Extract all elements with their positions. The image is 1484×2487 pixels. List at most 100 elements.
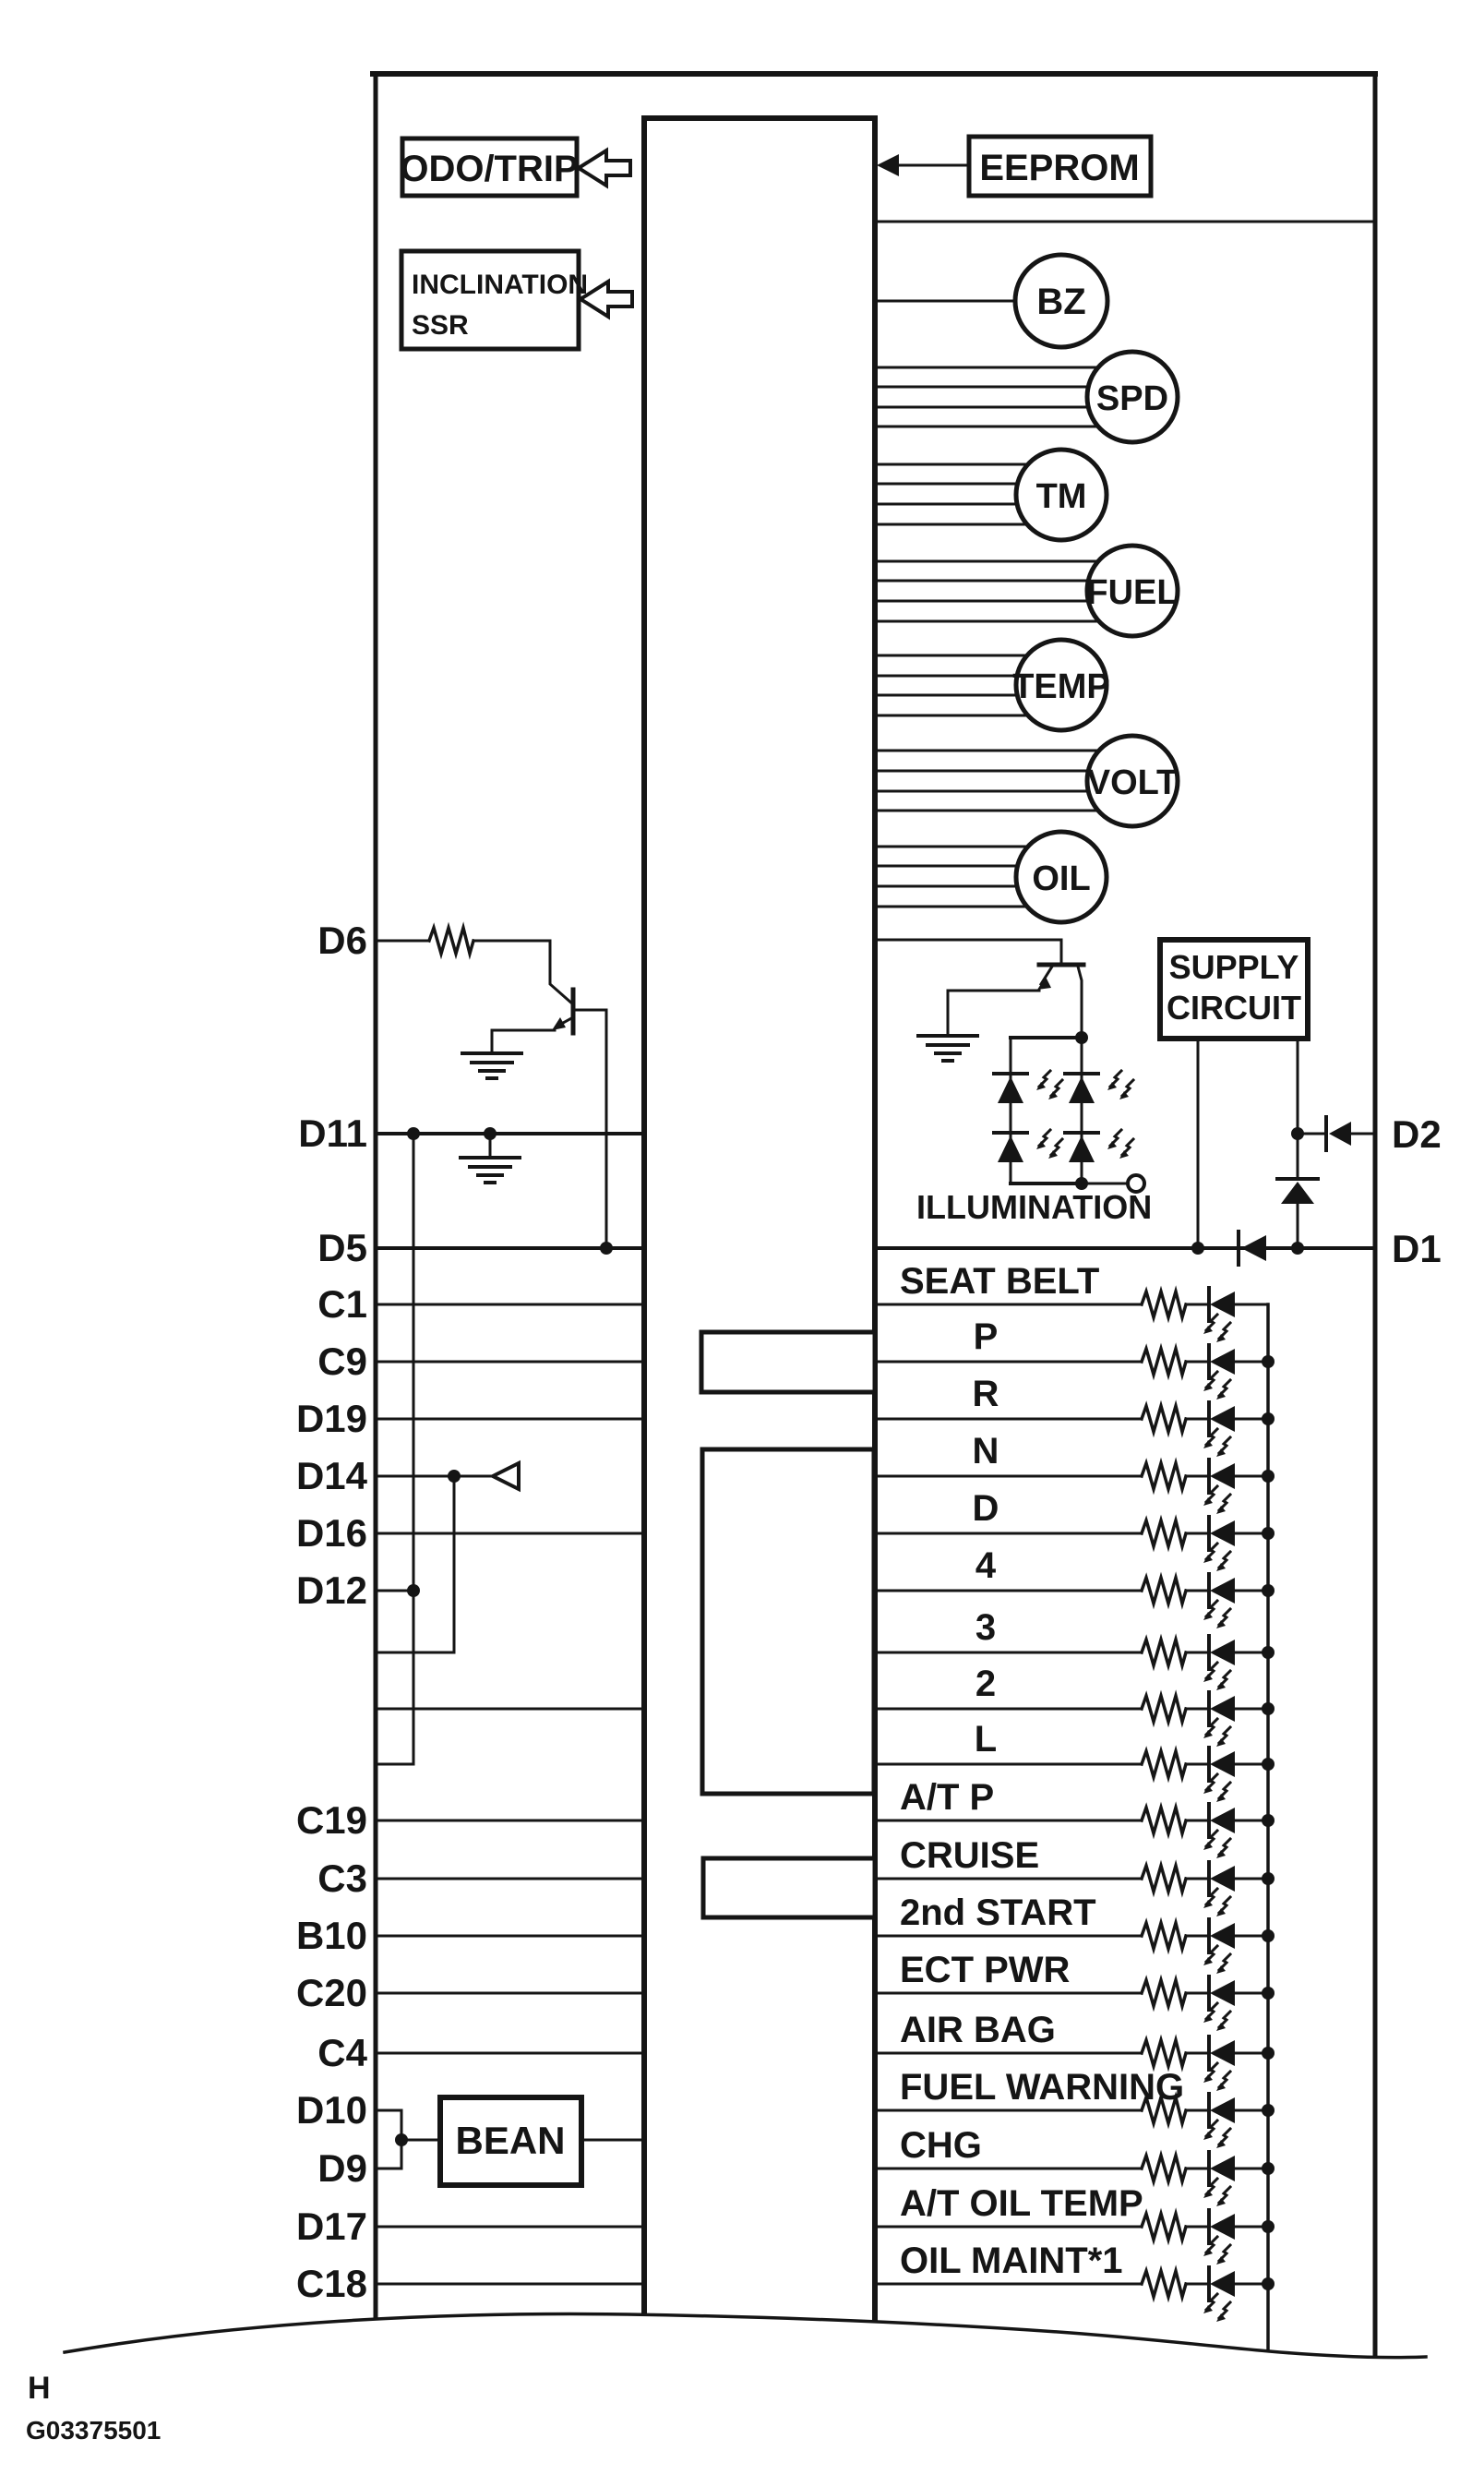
- indicator-label: OIL MAINT*1: [900, 2241, 1123, 2281]
- pin-label: C3: [317, 1856, 367, 1900]
- odo-trip-block: ODO/TRIP: [400, 136, 632, 198]
- arrow-left-icon: [877, 154, 899, 176]
- led-icon: [1065, 1071, 1133, 1103]
- illumination-circuit: ILLUMINATION: [873, 938, 1152, 1226]
- supply-circuit-box: [1157, 937, 1310, 1041]
- led-icon: [994, 1130, 1062, 1162]
- indicator-row: D: [875, 1488, 1275, 1571]
- pin-label: D1: [1392, 1227, 1442, 1270]
- indicator-row: AIR BAG: [875, 2010, 1275, 2091]
- indicator-row: R: [875, 1374, 1275, 1457]
- indicator-row: 2: [875, 1664, 1275, 1747]
- eeprom-label: EEPROM: [979, 148, 1139, 188]
- pin-label: B10: [296, 1914, 367, 1957]
- diode-icon: [1241, 1235, 1266, 1261]
- bean-box: [437, 2095, 584, 2188]
- indicator-label: 4: [975, 1545, 997, 1586]
- indicator-row: OIL MAINT*1: [875, 2241, 1275, 2322]
- illumination-label: ILLUMINATION: [916, 1188, 1152, 1226]
- ground-icon: [916, 1034, 979, 1063]
- indicator-row: L: [875, 1719, 1275, 1802]
- pin-label: D12: [296, 1568, 367, 1612]
- gauge-bz: BZ: [1012, 252, 1110, 350]
- pin-label: D2: [1392, 1112, 1442, 1156]
- transistor-d6-circuit: [376, 926, 608, 1250]
- pin-label: D10: [296, 2088, 367, 2132]
- pin-label: D17: [296, 2205, 367, 2248]
- gauge-label: SPD: [1096, 379, 1168, 418]
- odo-trip-label: ODO/TRIP: [400, 149, 578, 189]
- gauge-wires: [873, 299, 1123, 908]
- gauge-label: FUEL: [1086, 573, 1178, 612]
- sub-block: [700, 1856, 878, 1920]
- torn-edge-mask: [0, 2313, 1484, 2487]
- indicator-row: CHG: [875, 2125, 1275, 2206]
- bean-block: BEAN: [437, 2095, 584, 2188]
- pin-label: D6: [317, 919, 367, 962]
- pin-label: D16: [296, 1511, 367, 1555]
- diode-icon: [1329, 1122, 1351, 1146]
- right-pin-labels: D2 D1: [1392, 1112, 1442, 1270]
- indicator-label: N: [973, 1431, 999, 1472]
- indicator-label: A/T P: [900, 1777, 994, 1818]
- indicator-rows: SEAT BELT P R N D 4 3 2 L A/T P CRUISE 2…: [875, 1261, 1275, 2322]
- page-letter: H: [28, 2371, 51, 2406]
- probe-arrow-icon: [488, 1460, 521, 1493]
- sub-block: [700, 1447, 877, 1796]
- indicator-label: D: [973, 1488, 999, 1529]
- pin-label: C1: [317, 1282, 367, 1326]
- indicator-row: FUEL WARNING: [875, 2067, 1275, 2148]
- supply-circuit-block: SUPPLY CIRCUIT: [873, 937, 1377, 1267]
- pin-label: D19: [296, 1397, 367, 1440]
- indicator-row: 4: [875, 1545, 1275, 1628]
- main-column: [641, 115, 878, 2348]
- gauge-label: TM: [1036, 477, 1087, 516]
- resistor-icon: [427, 926, 475, 955]
- pin-label: D5: [317, 1226, 367, 1269]
- diode-icon: [1281, 1182, 1314, 1204]
- indicator-label: ECT PWR: [900, 1950, 1071, 1990]
- led-icon: [1065, 1130, 1133, 1162]
- inclination-label: INCLINATION: [412, 270, 588, 300]
- footer: H G03375501: [26, 2371, 161, 2445]
- bean-label: BEAN: [455, 2119, 565, 2162]
- column-sub-blocks: [699, 1329, 878, 1920]
- gauge-label: BZ: [1036, 282, 1085, 322]
- indicator-row: 3: [875, 1607, 1275, 1690]
- indicator-label: 3: [975, 1607, 996, 1648]
- ground-icon: [459, 1156, 521, 1184]
- terminal-icon: [1126, 1173, 1146, 1194]
- supply-label: SUPPLY: [1169, 948, 1299, 986]
- indicator-label: R: [973, 1374, 999, 1414]
- outer-frame: [370, 71, 1378, 2372]
- left-pin-labels: D6 D11 D5 C1 C9 D19 D14 D16 D12 C19 C3 B…: [296, 919, 368, 2305]
- pin-label: D9: [317, 2146, 367, 2190]
- indicator-row: P: [875, 1316, 1275, 1400]
- indicator-label: CHG: [900, 2125, 982, 2166]
- indicator-label: CRUISE: [900, 1835, 1039, 1876]
- gauge-fuel: FUEL: [1084, 543, 1180, 639]
- gauge-spd: SPD: [1084, 349, 1180, 445]
- pin-label: D11: [298, 1111, 367, 1155]
- inclination-block: INCLINATION SSR: [399, 248, 634, 352]
- indicator-label: SEAT BELT: [900, 1261, 1099, 1302]
- indicator-label: P: [974, 1316, 999, 1357]
- indicator-row: ECT PWR: [875, 1950, 1275, 2031]
- torn-edge-line: [62, 2312, 1428, 2360]
- indicator-row: 2nd START: [875, 1892, 1275, 1974]
- pin-label: C4: [317, 2031, 367, 2074]
- indicator-row: SEAT BELT: [875, 1261, 1268, 1342]
- left-pin-wires: [376, 1127, 646, 2286]
- ground-icon: [461, 1051, 523, 1080]
- gauge-label: TEMP: [1012, 667, 1110, 706]
- pin-label: D14: [296, 1454, 368, 1497]
- sub-block: [699, 1329, 878, 1395]
- inclination-label2: SSR: [412, 310, 469, 341]
- pin-label: C19: [296, 1798, 367, 1842]
- indicator-row: CRUISE: [875, 1835, 1275, 1916]
- odo-trip-box: [400, 136, 580, 198]
- gauge-label: OIL: [1032, 859, 1090, 898]
- indicator-row: A/T P: [875, 1777, 1275, 1858]
- indicator-label: AIR BAG: [900, 2010, 1056, 2050]
